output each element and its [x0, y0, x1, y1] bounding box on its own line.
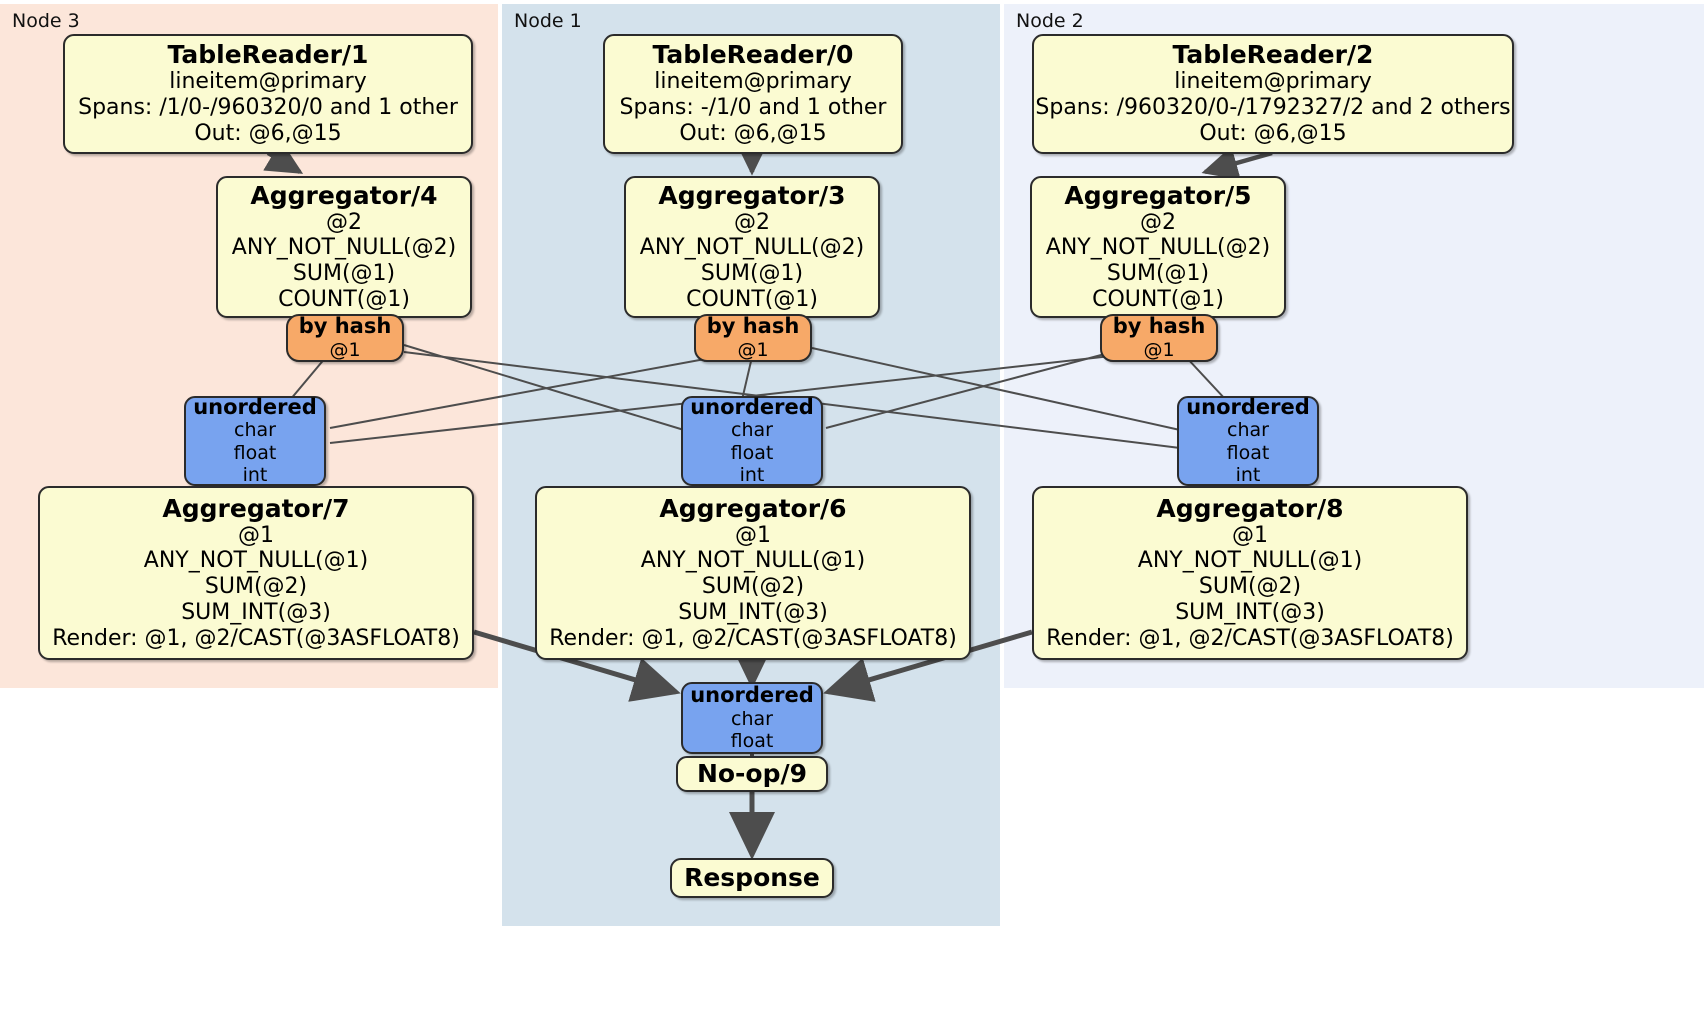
- node-title: Aggregator/4: [250, 180, 438, 210]
- node-out: Out: @6,@15: [679, 120, 827, 146]
- node-title: TableReader/0: [652, 40, 854, 70]
- node-title: TableReader/2: [1172, 40, 1374, 70]
- final-receiver[interactable]: unordered char float: [681, 682, 823, 754]
- receiver-title: unordered: [690, 394, 814, 419]
- node-title: Aggregator/6: [659, 493, 847, 523]
- aggregator-3[interactable]: Aggregator/3 @2 ANY_NOT_NULL(@2) SUM(@1)…: [624, 176, 880, 318]
- receiver-type: float: [730, 729, 774, 752]
- node-title: Aggregator/3: [658, 180, 846, 210]
- table-reader-0[interactable]: TableReader/0 lineitem@primary Spans: -/…: [603, 34, 903, 154]
- hash-router-node3[interactable]: by hash @1: [286, 314, 404, 362]
- node-panel-label: Node 1: [514, 10, 582, 32]
- table-reader-1[interactable]: TableReader/1 lineitem@primary Spans: /1…: [63, 34, 473, 154]
- receiver-type: float: [233, 441, 277, 464]
- node-agg-fn: SUM(@2): [701, 574, 805, 600]
- node-spans: Spans: /960320/0-/1792327/2 and 2 others: [1035, 95, 1511, 121]
- receiver-title: unordered: [193, 394, 317, 419]
- hash-router-node2[interactable]: by hash @1: [1100, 314, 1218, 362]
- receiver-node2[interactable]: unordered char float int: [1177, 394, 1319, 486]
- node-agg-fn: SUM_INT(@3): [678, 599, 828, 625]
- router-column: @1: [1143, 338, 1175, 361]
- node-out: Out: @6,@15: [1199, 120, 1347, 146]
- node-agg-fn: ANY_NOT_NULL(@1): [640, 548, 866, 574]
- node-group-col: @2: [326, 209, 362, 235]
- node-agg-fn: COUNT(@1): [686, 286, 818, 312]
- node-group-col: @1: [1232, 522, 1268, 548]
- node-agg-fn: ANY_NOT_NULL(@2): [1045, 235, 1271, 261]
- receiver-node3[interactable]: unordered char float int: [184, 394, 326, 486]
- no-op-9[interactable]: No-op/9: [676, 756, 828, 792]
- router-title: by hash: [706, 314, 800, 339]
- node-title: Response: [684, 863, 820, 892]
- receiver-type: int: [1235, 463, 1261, 486]
- node-spans: Spans: /1/0-/960320/0 and 1 other: [78, 95, 458, 121]
- aggregator-4[interactable]: Aggregator/4 @2 ANY_NOT_NULL(@2) SUM(@1)…: [216, 176, 472, 318]
- node-agg-fn: SUM(@2): [204, 574, 308, 600]
- node-agg-fn: COUNT(@1): [1092, 286, 1224, 312]
- node-title: TableReader/1: [167, 40, 369, 70]
- receiver-type: char: [731, 707, 773, 730]
- node-spans: Spans: -/1/0 and 1 other: [619, 95, 887, 121]
- node-title: Aggregator/5: [1064, 180, 1252, 210]
- node-group-col: @2: [1140, 209, 1176, 235]
- node-panel-label: Node 2: [1016, 10, 1084, 32]
- aggregator-5[interactable]: Aggregator/5 @2 ANY_NOT_NULL(@2) SUM(@1)…: [1030, 176, 1286, 318]
- receiver-type: char: [234, 419, 276, 442]
- node-group-col: @1: [238, 522, 274, 548]
- receiver-title: unordered: [1186, 394, 1310, 419]
- receiver-type: char: [731, 419, 773, 442]
- node-out: Out: @6,@15: [194, 120, 342, 146]
- node-agg-fn: SUM(@1): [292, 261, 396, 286]
- receiver-type: int: [242, 463, 268, 486]
- aggregator-6[interactable]: Aggregator/6 @1 ANY_NOT_NULL(@1) SUM(@2)…: [535, 486, 971, 660]
- node-panel-label: Node 3: [12, 10, 80, 32]
- node-agg-fn: SUM(@1): [1106, 261, 1210, 286]
- receiver-type: int: [739, 463, 765, 486]
- table-reader-2[interactable]: TableReader/2 lineitem@primary Spans: /9…: [1032, 34, 1514, 154]
- node-agg-fn: SUM(@1): [700, 261, 804, 286]
- node-title: Aggregator/7: [162, 493, 350, 523]
- node-title: No-op/9: [696, 759, 808, 788]
- node-agg-fn: ANY_NOT_NULL(@2): [231, 235, 457, 261]
- node-table: lineitem@primary: [169, 69, 367, 95]
- node-render: Render: @1, @2/CAST(@3ASFLOAT8): [1046, 625, 1454, 651]
- hash-router-node1[interactable]: by hash @1: [694, 314, 812, 362]
- node-render: Render: @1, @2/CAST(@3ASFLOAT8): [549, 625, 957, 651]
- aggregator-8[interactable]: Aggregator/8 @1 ANY_NOT_NULL(@1) SUM(@2)…: [1032, 486, 1468, 660]
- node-agg-fn: COUNT(@1): [278, 286, 410, 312]
- node-agg-fn: SUM(@2): [1198, 574, 1302, 600]
- node-group-col: @2: [734, 209, 770, 235]
- receiver-node1[interactable]: unordered char float int: [681, 394, 823, 486]
- node-agg-fn: ANY_NOT_NULL(@2): [639, 235, 865, 261]
- receiver-type: float: [1226, 441, 1270, 464]
- receiver-title: unordered: [690, 683, 814, 708]
- router-column: @1: [329, 338, 361, 361]
- node-agg-fn: ANY_NOT_NULL(@1): [1137, 548, 1363, 574]
- receiver-type: char: [1227, 419, 1269, 442]
- node-agg-fn: SUM_INT(@3): [181, 599, 331, 625]
- node-table: lineitem@primary: [654, 69, 852, 95]
- receiver-type: float: [730, 441, 774, 464]
- node-agg-fn: ANY_NOT_NULL(@1): [143, 548, 369, 574]
- node-table: lineitem@primary: [1174, 69, 1372, 95]
- aggregator-7[interactable]: Aggregator/7 @1 ANY_NOT_NULL(@1) SUM(@2)…: [38, 486, 474, 660]
- node-group-col: @1: [735, 522, 771, 548]
- node-title: Aggregator/8: [1156, 493, 1344, 523]
- node-agg-fn: SUM_INT(@3): [1175, 599, 1325, 625]
- node-render: Render: @1, @2/CAST(@3ASFLOAT8): [52, 625, 460, 651]
- router-column: @1: [737, 338, 769, 361]
- router-title: by hash: [298, 314, 392, 339]
- response-node[interactable]: Response: [670, 858, 834, 898]
- router-title: by hash: [1112, 314, 1206, 339]
